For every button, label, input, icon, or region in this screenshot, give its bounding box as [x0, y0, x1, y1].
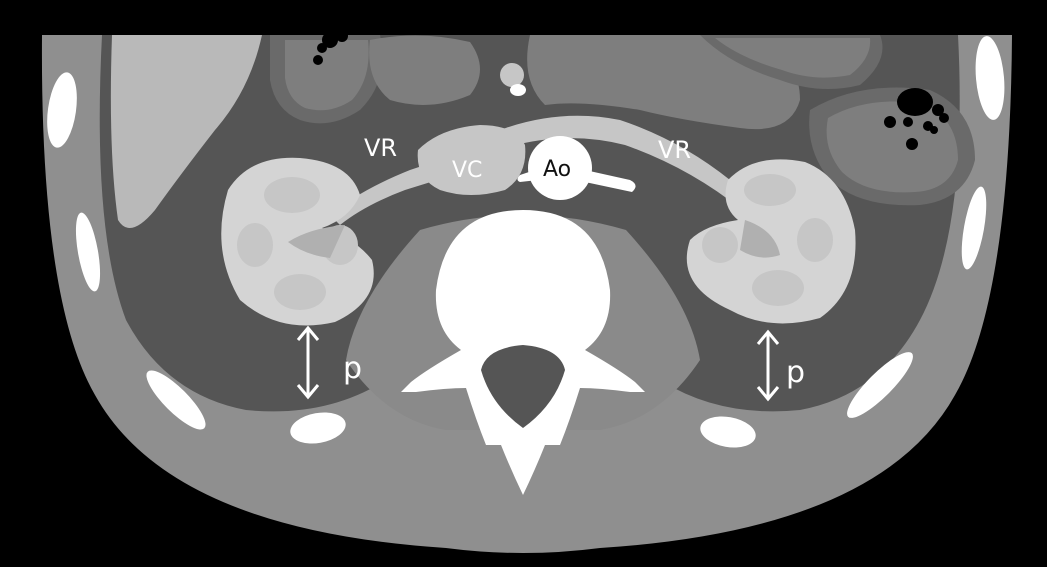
- sma-vessel: [500, 63, 524, 87]
- bowel-loop-center: [369, 35, 480, 105]
- label-vr-left: VR: [364, 134, 397, 162]
- kidney-left: [221, 158, 374, 326]
- label-p-left: p: [343, 351, 362, 386]
- label-vc: VC: [452, 158, 482, 183]
- smv-vessel: [510, 84, 526, 96]
- label-vr-right: VR: [658, 136, 691, 164]
- label-ao: Ao: [543, 157, 571, 182]
- label-p-right: p: [786, 355, 805, 390]
